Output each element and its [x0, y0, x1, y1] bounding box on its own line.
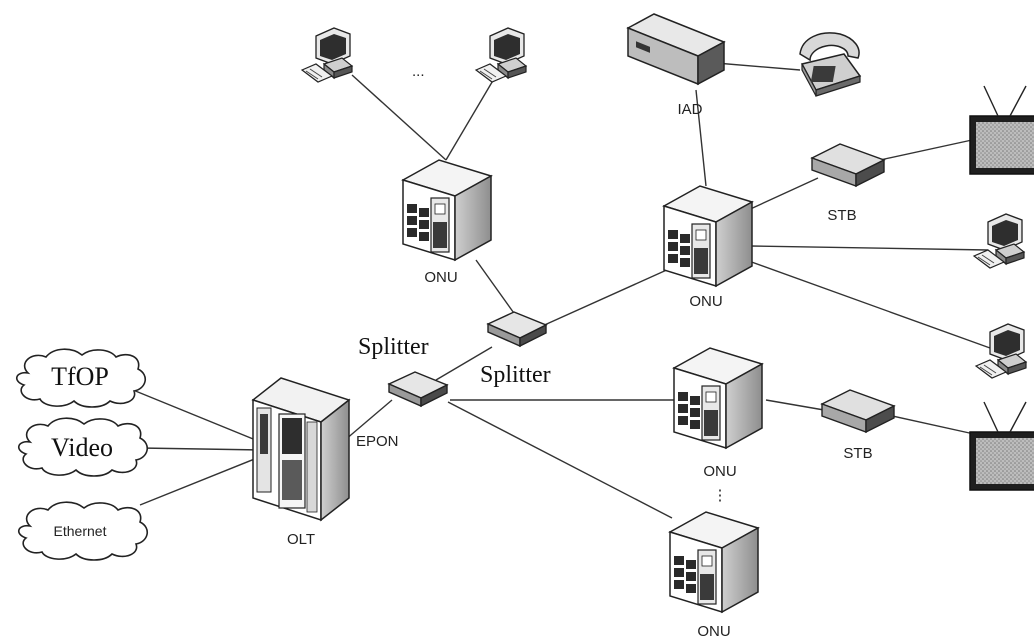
olt-node: OLT — [251, 377, 351, 548]
epon-label: EPON — [356, 433, 399, 450]
stb-top: STB — [811, 143, 885, 224]
onu-right: ONU — [663, 185, 753, 310]
iad-box-icon — [626, 13, 726, 86]
tv-bottom — [969, 401, 1034, 491]
pc-right-2 — [975, 323, 1027, 379]
desktop-computer-icon — [301, 27, 353, 83]
olt-label: OLT — [287, 531, 315, 548]
connection-lines — [132, 61, 991, 519]
server-icon — [251, 377, 351, 522]
telephone-icon — [799, 32, 862, 97]
onu-right-label: ONU — [689, 293, 722, 310]
cloud-ethernet: Ethernet — [17, 501, 149, 561]
onu-icon — [663, 185, 753, 287]
cloud-label-tfop: TfOP — [51, 362, 109, 391]
pc-top-left — [301, 27, 353, 83]
splitter-right-label: Splitter — [480, 362, 551, 388]
splitter-left-label: Splitter — [358, 334, 429, 360]
splitter-icon — [487, 311, 547, 347]
stb-bottom: STB — [821, 389, 895, 462]
desktop-computer-icon — [975, 323, 1027, 379]
tv-top — [969, 85, 1034, 175]
onu-icon — [402, 159, 492, 261]
splitter-left — [388, 371, 448, 407]
set-top-box-icon — [821, 389, 895, 433]
desktop-computer-icon — [973, 213, 1025, 269]
splitter-icon — [388, 371, 448, 407]
cloud-label-video: Video — [51, 433, 113, 462]
onu-middle: ONU — [673, 347, 763, 480]
onu-icon — [673, 347, 763, 449]
onu-top: ONU — [402, 159, 492, 286]
iad-node: IAD — [626, 13, 726, 118]
onu-middle-label: ONU — [703, 463, 736, 480]
iad-label: IAD — [677, 101, 702, 118]
television-icon — [969, 85, 1034, 175]
cloud-label-ethernet: Ethernet — [54, 523, 107, 539]
cloud-tfop: TfOP — [15, 348, 147, 408]
onu-top-label: ONU — [424, 269, 457, 286]
television-icon — [969, 401, 1034, 491]
pc-ellipsis: ... — [412, 63, 425, 80]
pc-top-right — [475, 27, 527, 83]
onu-bottom-label: ONU — [697, 623, 730, 640]
onu-bottom: ONU — [669, 511, 759, 640]
pc-right-1 — [973, 213, 1025, 269]
splitter-right — [487, 311, 547, 347]
onu-icon — [669, 511, 759, 613]
desktop-computer-icon — [475, 27, 527, 83]
telephone-node — [799, 32, 862, 97]
stb-bottom-label: STB — [843, 445, 872, 462]
cloud-video: Video — [17, 417, 149, 477]
stb-top-label: STB — [827, 207, 856, 224]
set-top-box-icon — [811, 143, 885, 187]
onu-ellipsis: ⋮ — [713, 487, 728, 504]
